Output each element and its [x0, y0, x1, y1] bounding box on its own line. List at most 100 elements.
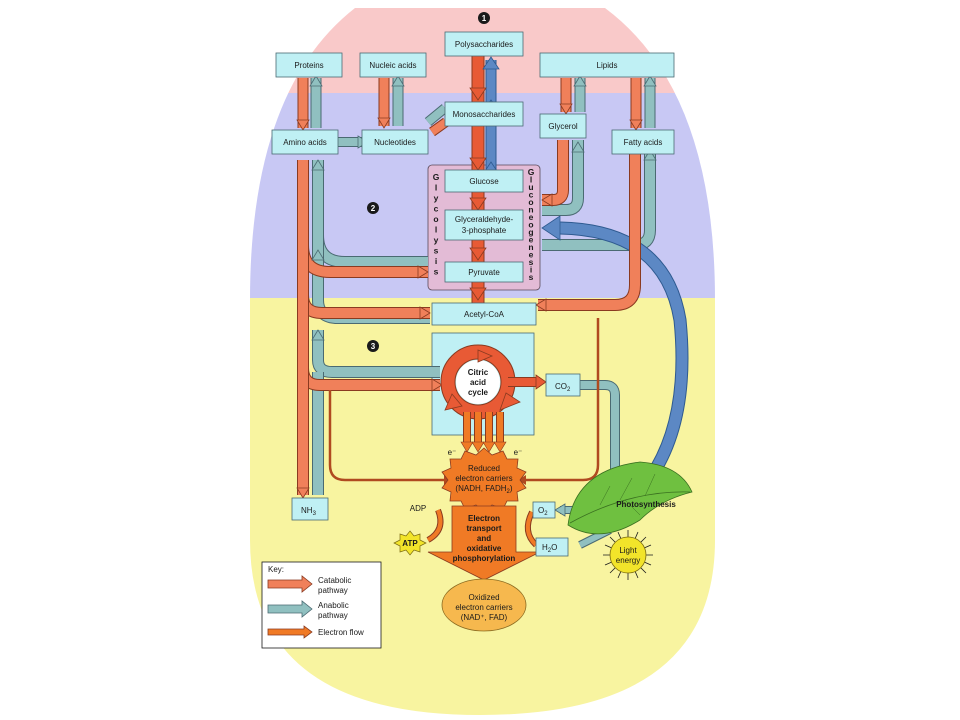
gluconeogenesis-letter: c [529, 190, 534, 200]
label-h2o: H2O [542, 543, 557, 554]
stage-marker-2: 2 [367, 202, 379, 214]
label-nh3: NH3 [301, 506, 317, 517]
glycolysis-letter: c [434, 204, 439, 214]
gluconeogenesis-letter: u [528, 182, 533, 192]
box-acetyl-coa [431, 302, 537, 326]
label-citric-line2: acid [470, 378, 486, 387]
label-light-line2: energy [616, 556, 640, 565]
stage-marker-3: 3 [367, 340, 379, 352]
gluconeogenesis-letter: o [528, 220, 533, 230]
glycolysis-letter: i [435, 256, 437, 266]
label-g3p-line1: Glyceraldehyde- [455, 215, 514, 224]
cycle-to-reduced-arrows [460, 412, 507, 453]
stage-marker-1: 1 [478, 12, 490, 24]
label-photosynthesis: Photosynthesis [616, 500, 676, 509]
legend-title: Key: [268, 565, 284, 574]
label-pyruvate: Pyruvate [468, 268, 500, 277]
glycolysis-letter: G [433, 172, 440, 182]
label-electron-right: e⁻ [514, 448, 523, 457]
label-citric-line1: Citric [468, 368, 489, 377]
gluconeogenesis-letter: g [528, 227, 533, 237]
label-reduced-line3: (NADH, FADH2) [455, 484, 512, 495]
label-nucleotides: Nucleotides [374, 138, 416, 147]
glycolysis-letter: l [435, 183, 437, 193]
box-h2o [535, 537, 569, 557]
box-co2 [545, 373, 581, 397]
box-o2 [532, 501, 556, 519]
box-glucose [444, 169, 524, 193]
label-g3p-line2: 3-phosphate [462, 226, 507, 235]
glycolysis-letter: l [435, 225, 437, 235]
label-electron-left: e⁻ [448, 448, 457, 457]
legend-electron-arrow [267, 625, 313, 639]
gluconeogenesis-letter: l [530, 175, 532, 185]
label-citric-line3: cycle [468, 388, 489, 397]
box-glycerol [539, 113, 587, 139]
sun-icon [603, 530, 653, 580]
label-oxidized-line2: electron carriers [455, 603, 512, 612]
photosynthesis-arrow-head [541, 215, 561, 241]
oxidized-carriers-ellipse [441, 578, 527, 632]
box-pyruvate [444, 261, 524, 283]
glycolysis-letter: y [434, 193, 439, 203]
label-polysaccharides: Polysaccharides [455, 40, 513, 49]
label-o2: O2 [538, 506, 548, 517]
label-co2: CO2 [555, 382, 571, 393]
label-light-line1: Light [619, 546, 637, 555]
box-proteins [275, 52, 343, 78]
catabolic-paths [297, 140, 641, 495]
gluconeogenesis-letter: e [529, 212, 534, 222]
label-amino-acids: Amino acids [283, 138, 327, 147]
box-monosaccharides [444, 101, 524, 127]
stage-number-1: 1 [482, 14, 487, 23]
gluconeogenesis-letter: s [529, 257, 534, 267]
label-et-line1: Electron [468, 514, 500, 523]
label-lipids: Lipids [597, 61, 618, 70]
legend-catabolic-line2: pathway [318, 586, 348, 595]
box-nucleic-acids [359, 52, 427, 78]
label-glycerol: Glycerol [548, 122, 578, 131]
gluconeogenesis-letter: n [528, 242, 533, 252]
legend-catabolic-arrow [267, 575, 313, 593]
box-g3p [444, 209, 524, 241]
glycolysis-letter: s [434, 246, 439, 256]
box-polysaccharides [444, 31, 524, 57]
glycolysis-letter: o [433, 214, 438, 224]
box-nucleotides [361, 129, 429, 155]
legend-catabolic-line1: Catabolic [318, 576, 351, 585]
gluconeogenesis-letter: e [529, 235, 534, 245]
electron-flow-lines [328, 318, 600, 482]
gluconeogenesis-letter: o [528, 197, 533, 207]
label-et-line2: transport [466, 524, 501, 533]
gluconeogenesis-letter: s [529, 272, 534, 282]
legend-anabolic-arrow [267, 600, 313, 618]
legend-anabolic-line1: Anabolic [318, 601, 349, 610]
legend-anabolic-line2: pathway [318, 611, 348, 620]
glycolysis-letter: s [434, 267, 439, 277]
stage-number-2: 2 [371, 204, 376, 213]
node-boxes [271, 31, 675, 557]
label-acetyl-coa: Acetyl-CoA [464, 310, 505, 319]
label-proteins: Proteins [294, 61, 323, 70]
box-amino-acids [271, 129, 339, 155]
label-fatty-acids: Fatty acids [624, 138, 663, 147]
gluconeogenesis-letter: i [530, 265, 532, 275]
electron-flow-head-right [518, 475, 526, 485]
gluconeogenesis-letter: e [529, 250, 534, 260]
box-lipids [539, 52, 675, 78]
box-nh3 [291, 497, 329, 521]
stage-number-3: 3 [371, 342, 376, 351]
legend-electron-flow: Electron flow [318, 628, 364, 637]
label-atp: ATP [402, 539, 418, 548]
label-reduced-line2: electron carriers [455, 474, 512, 483]
label-glucose: Glucose [469, 177, 499, 186]
label-monosaccharides: Monosaccharides [453, 110, 516, 119]
atp-burst [393, 530, 427, 556]
label-nucleic-acids: Nucleic acids [369, 61, 416, 70]
node-labels: Proteins Nucleic acids Polysaccharides L… [283, 40, 676, 622]
label-et-line3: and [477, 534, 491, 543]
label-reduced-line1: Reduced [468, 464, 500, 473]
gluconeogenesis-letter: G [528, 167, 535, 177]
